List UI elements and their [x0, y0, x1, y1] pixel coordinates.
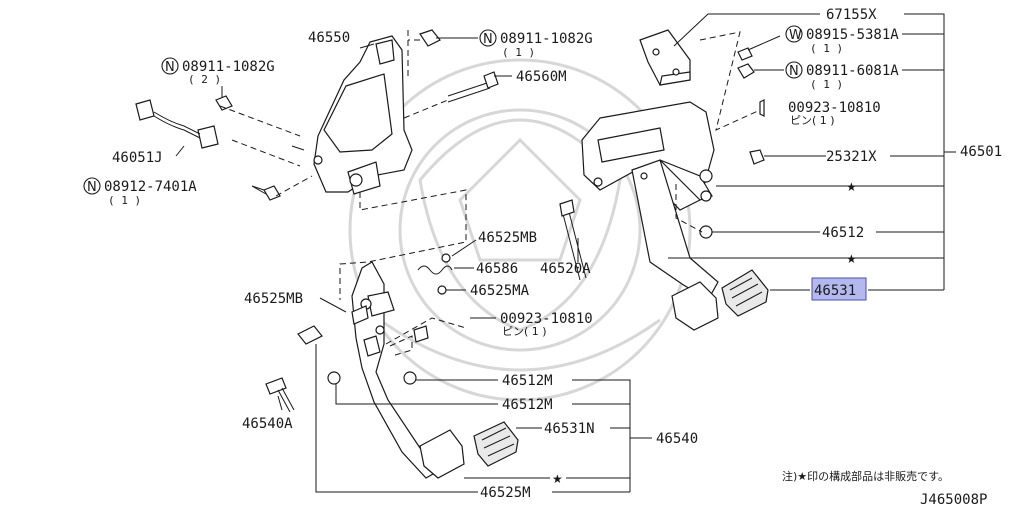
clutch-pedal-pad-46531n: [473, 421, 519, 467]
qty-08912-7401a: ( 1 ): [108, 194, 141, 207]
qty-08911-1082g-left: ( 2 ): [188, 73, 221, 86]
circled-n-mark: [785, 61, 803, 79]
circled-w-letter: W: [789, 28, 802, 43]
label-46512m-a: 46512M: [502, 373, 553, 389]
pin-00923-10810-mid: ピン( 1 ): [502, 325, 547, 338]
bolt-46540a: [265, 377, 295, 413]
qty-08911-1082g-top: ( 1 ): [502, 46, 535, 59]
star-mark-3: ★: [552, 472, 563, 486]
label-46512: 46512: [822, 225, 864, 241]
label-00923-10810-mid: 00923-10810: [500, 311, 593, 327]
label-46586: 46586: [476, 261, 518, 277]
leader-lines: [175, 13, 945, 493]
brake-pedal-pad-mounted: [671, 281, 719, 331]
label-46512m-b: 46512M: [502, 397, 553, 413]
label-08911-6081a: 08911-6081A: [806, 63, 899, 79]
circled-n-letter-3: N: [165, 60, 175, 75]
label-25321x: 25321X: [826, 149, 877, 165]
label-08911-1082g-top: 08911-1082G: [500, 31, 593, 47]
circled-n-letter-2: N: [483, 32, 493, 47]
label-46525mb-right: 46525MB: [478, 230, 537, 246]
bracket-67155x: [639, 29, 691, 86]
label-46501: 46501: [960, 144, 1002, 160]
label-46531n: 46531N: [544, 421, 595, 437]
circled-n-mark-2: [479, 29, 497, 47]
label-46525ma: 46525MA: [470, 283, 530, 299]
label-46520a: 46520A: [540, 261, 591, 277]
hardware-left: [215, 29, 587, 281]
label-08915-5381a: 08915-5381A: [806, 27, 899, 43]
brake-pedal-pad-46531: [721, 269, 769, 317]
footnote: 注)★印の構成部品は非販売です。: [782, 469, 949, 483]
circled-w-mark: [785, 25, 803, 43]
label-46540a: 46540A: [242, 416, 293, 432]
pin-00923-10810-top: ピン( 1 ): [790, 114, 835, 127]
label-08912-7401a: 08912-7401A: [104, 179, 197, 195]
circled-n-mark-3: [161, 57, 179, 75]
circled-n-mark-4: [83, 177, 101, 195]
connector-46051j: [135, 99, 219, 149]
nuts-46512m: [327, 371, 417, 385]
label-46560m: 46560M: [516, 69, 567, 85]
label-67155x: 67155X: [826, 7, 877, 23]
circled-n-letter-4: N: [87, 180, 97, 195]
spring-46586: [417, 253, 453, 295]
label-08911-1082g-left: 08911-1082G: [182, 59, 275, 75]
label-46550: 46550: [308, 30, 350, 46]
bracket-46550: [313, 35, 413, 195]
star-mark-1: ★: [846, 180, 857, 194]
label-46525mb-left: 46525MB: [244, 291, 303, 307]
diagram-code: J465008P: [920, 492, 987, 508]
highlight-46531: [811, 277, 867, 301]
label-46531: 46531: [814, 283, 856, 299]
qty-08915-5381a: ( 1 ): [810, 42, 843, 55]
clutch-pedal-assembly: [297, 261, 441, 479]
brake-pedal-assembly: [581, 101, 719, 301]
qty-08911-6081a: ( 1 ): [810, 78, 843, 91]
clutch-pedal-pad-mounted: [419, 429, 465, 479]
watermark-emblem: [348, 58, 692, 402]
circled-n-letter: N: [789, 64, 799, 79]
label-46525m: 46525M: [480, 485, 531, 501]
label-00923-10810-top: 00923-10810: [788, 100, 881, 116]
label-46051j: 46051J: [112, 150, 163, 166]
label-46540: 46540: [656, 431, 698, 447]
star-mark-2: ★: [846, 252, 857, 266]
